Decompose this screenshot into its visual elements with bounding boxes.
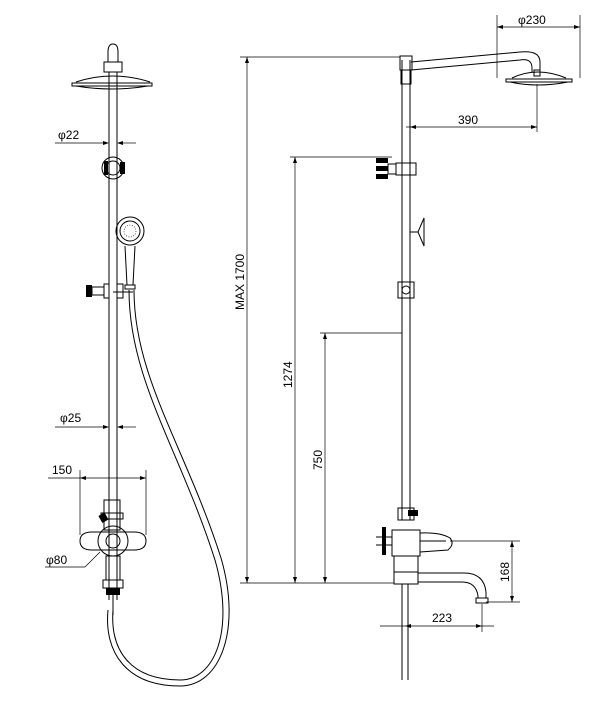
front-diverter [86, 283, 133, 299]
side-dimensions [240, 15, 581, 632]
max-height-label: MAX 1700 [233, 254, 247, 310]
flange-diameter-label: φ80 [46, 553, 67, 567]
side-slider-bracket [376, 158, 417, 179]
front-shower-head [71, 43, 153, 90]
side-shower-arm [410, 51, 573, 86]
side-diverter [397, 281, 415, 299]
side-view [240, 15, 581, 680]
front-slider-bracket [101, 156, 125, 180]
front-hand-shower [115, 216, 145, 290]
arm-length-label: 390 [458, 113, 478, 127]
rail-diameter-label: φ22 [58, 128, 79, 142]
front-mixer [79, 499, 147, 615]
slider-height-label: 1274 [281, 361, 295, 388]
front-dimensions [45, 141, 147, 568]
side-mixer [376, 507, 489, 680]
center-distance-label: 150 [52, 463, 72, 477]
mixer-height-label: 750 [311, 450, 325, 470]
head-diameter-label: φ230 [518, 13, 546, 27]
spout-drop-label: 168 [498, 562, 512, 582]
pipe-diameter-label: φ25 [60, 411, 81, 425]
side-wall-bracket [410, 217, 425, 247]
front-view [45, 43, 230, 687]
spout-reach-label: 223 [432, 611, 452, 625]
